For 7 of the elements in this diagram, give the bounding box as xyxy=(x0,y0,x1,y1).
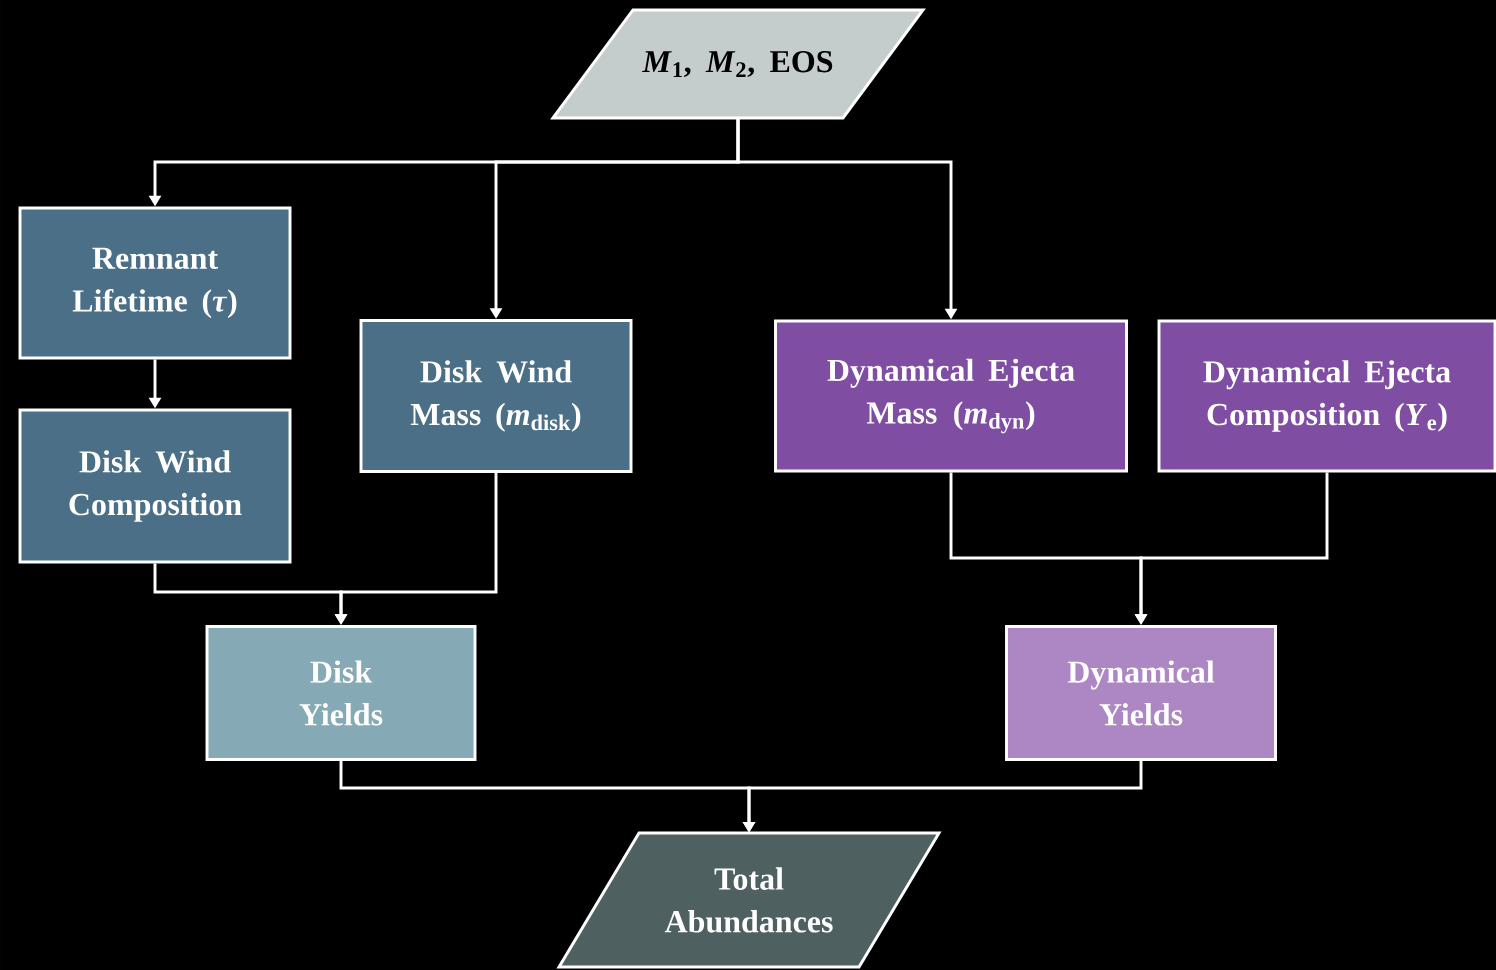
process-box: Disk Wind Composition xyxy=(18,408,292,564)
process-box: Dynamical Ejecta Composition (Y$_{e}$) xyxy=(1157,319,1496,473)
result-box: Disk Yields xyxy=(205,625,477,761)
process-box: Dynamical Ejecta Mass (m$_{dyn}$) xyxy=(774,319,1128,473)
process-box: Remnant Lifetime (τ) xyxy=(18,206,292,360)
result-box: Dynamical Yields xyxy=(1005,625,1277,761)
process-box: Disk Wind Mass (m$_{disk}$) xyxy=(359,319,633,473)
